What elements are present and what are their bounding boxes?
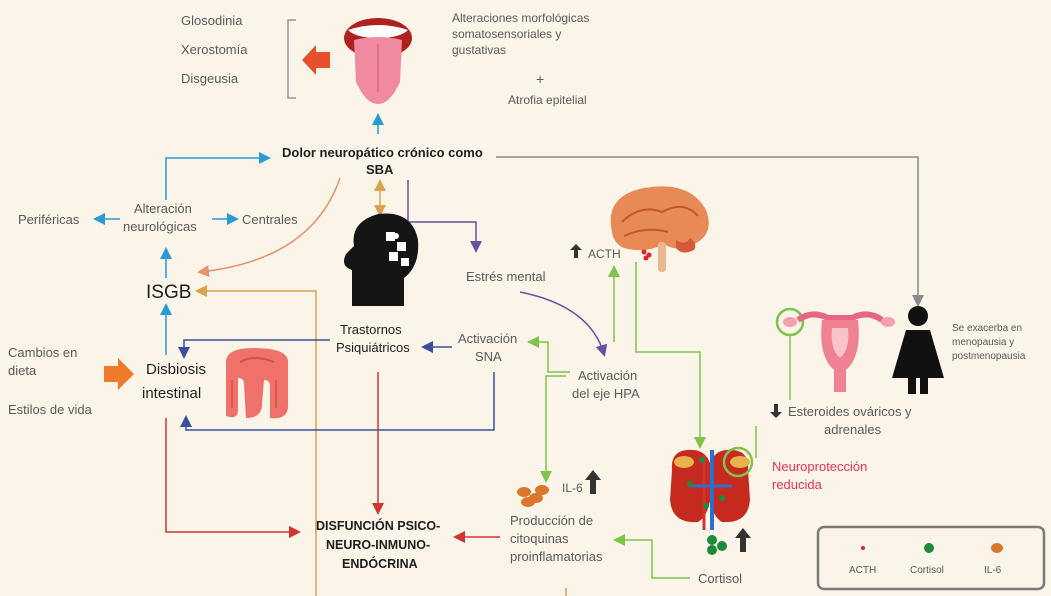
acth-up-arrow — [570, 244, 582, 258]
disfuncion-line2: NEURO-INMUNO- — [326, 537, 430, 554]
dolor-line2: SBA — [366, 161, 393, 179]
produccion-line1: Producción de — [510, 512, 593, 530]
il6-up-arrow — [585, 470, 601, 494]
arrow-hpa-il6 — [546, 376, 566, 480]
disfuncion-line3: ENDÓCRINA — [342, 556, 418, 573]
isgb-label: ISGB — [146, 280, 191, 306]
alteraciones-line2: somatosensoriales y — [452, 26, 561, 42]
alteraciones-line3: gustativas — [452, 42, 506, 58]
menopausia-line1: Se exacerba en — [952, 322, 1022, 336]
perifericas-label: Periféricas — [18, 211, 79, 229]
trastornos-line2: Psiquiátricos — [336, 339, 410, 357]
alteracion-line1: Alteración — [134, 200, 192, 218]
legend-cortisol-dot — [924, 543, 934, 553]
disbiosis-line2: intestinal — [142, 384, 201, 404]
estilos-label: Estilos de vida — [8, 401, 92, 419]
symptom-xerostomia: Xerostomía — [181, 41, 247, 59]
legend-acth-dot — [861, 546, 865, 550]
legend-il6-label: IL-6 — [984, 564, 1001, 578]
menopausia-line3: postmenopausia — [952, 350, 1025, 364]
sna-line2: SNA — [475, 348, 502, 366]
estres-label: Estrés mental — [466, 268, 545, 286]
intestine-icon — [226, 348, 288, 418]
arrow-brain-kidney — [636, 262, 700, 446]
acth-dot — [644, 256, 649, 261]
arrow-dolor-estres — [408, 180, 476, 250]
trastornos-line1: Trastornos — [340, 321, 402, 339]
atrofia-epitelial: Atrofia epitelial — [508, 92, 587, 108]
alteraciones-plus: + — [536, 70, 544, 89]
esteroides-down-arrow — [770, 404, 782, 418]
kidney-icon — [670, 448, 752, 530]
legend-cortisol-label: Cortisol — [910, 564, 944, 578]
hpa-line2: del eje HPA — [572, 385, 640, 403]
il6-balls — [517, 485, 549, 507]
brain-icon — [611, 186, 709, 272]
woman-icon — [892, 306, 944, 394]
arrow-hpa-sna — [530, 342, 570, 372]
arrow-estres-hpa — [520, 292, 604, 354]
cortisol-dots — [707, 535, 727, 555]
symptoms-bracket — [288, 20, 296, 98]
arrow-disbiosis-disfuncion — [166, 418, 298, 532]
acth-dot — [642, 250, 647, 255]
esteroides-line2: adrenales — [824, 421, 881, 439]
legend-box — [818, 527, 1044, 589]
disfuncion-line1: DISFUNCIÓN PSICO- — [316, 518, 440, 535]
cortisol-up-arrow — [735, 528, 751, 552]
cortisol-label: Cortisol — [698, 570, 742, 588]
uterus-icon — [777, 309, 895, 392]
cambios-line2: dieta — [8, 362, 36, 380]
alteraciones-line1: Alteraciones morfológicas — [452, 10, 589, 26]
hpa-line1: Activación — [578, 367, 637, 385]
sna-line1: Activación — [458, 330, 517, 348]
acth-label: ACTH — [588, 246, 621, 262]
symptoms-arrow — [302, 45, 330, 75]
symptom-disgeusia: Disgeusia — [181, 70, 238, 88]
produccion-line2: citoquinas — [510, 530, 569, 548]
cambios-line1: Cambios en — [8, 344, 77, 362]
alteracion-line2: neurológicas — [123, 218, 197, 236]
neuroproteccion-line2: reducida — [772, 476, 822, 494]
head-puzzle-icon — [344, 214, 418, 306]
produccion-line3: proinflamatorias — [510, 548, 603, 566]
legend-il6-dot — [991, 543, 1003, 553]
menopausia-line2: menopausia y — [952, 336, 1014, 350]
esteroides-line1: Esteroides ováricos y — [788, 403, 912, 421]
mouth-tongue-icon — [344, 18, 412, 104]
legend-acth-label: ACTH — [849, 564, 876, 578]
dieta-arrow — [104, 358, 134, 390]
il6-label: IL-6 — [562, 480, 583, 496]
centrales-label: Centrales — [242, 211, 298, 229]
arrow-cortisol-produccion — [616, 540, 690, 578]
arrow-alteracion-dolor — [166, 158, 268, 200]
neuroproteccion-line1: Neuroprotección — [772, 458, 867, 476]
dolor-line1: Dolor neuropático crónico como — [282, 144, 483, 162]
symptom-glosodinia: Glosodinia — [181, 12, 242, 30]
disbiosis-line1: Disbiosis — [146, 360, 206, 380]
